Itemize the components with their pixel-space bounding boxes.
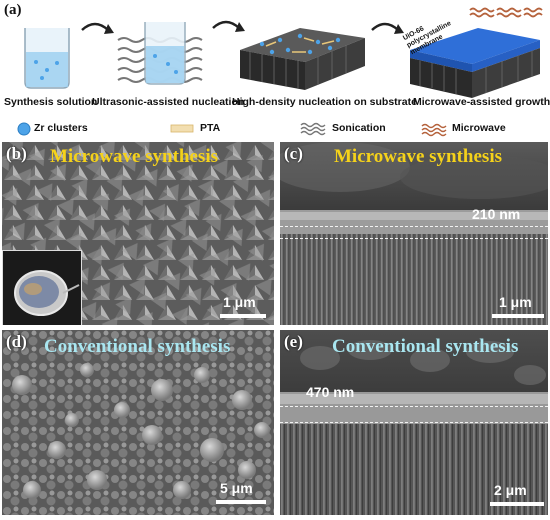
legend: Zr clusters PTA Sonication Microwave bbox=[0, 120, 550, 138]
schematic-panel: (a) bbox=[0, 0, 550, 142]
arrow-icon bbox=[371, 22, 399, 31]
arrow-icon bbox=[394, 24, 404, 34]
sem-panel-b: (b) Microwave synthesis 1 μm bbox=[2, 142, 274, 325]
panel-label-c: (c) bbox=[284, 144, 303, 163]
panel-title-c: Microwave synthesis bbox=[334, 146, 502, 167]
step-caption-2: Ultrasonic-assisted nucleation bbox=[92, 96, 245, 108]
arrow-icon bbox=[212, 20, 240, 29]
panel-label-a: (a) bbox=[4, 2, 22, 18]
sonication-bath-icon bbox=[117, 22, 203, 85]
sonication-icon bbox=[300, 122, 326, 136]
membrane-icon bbox=[410, 28, 540, 98]
step-caption-1: Synthesis solution bbox=[4, 96, 98, 108]
scale-bar-b bbox=[220, 314, 266, 318]
sem-image-b bbox=[2, 142, 274, 325]
panel-title-b: Microwave synthesis bbox=[50, 146, 218, 167]
scale-label-d: 5 μm bbox=[220, 480, 253, 496]
legend-zr-clusters: Zr clusters bbox=[34, 122, 88, 134]
microwave-icon bbox=[469, 7, 543, 18]
inset-photo bbox=[2, 250, 82, 325]
sem-image-c bbox=[280, 142, 548, 325]
panel-label-d: (d) bbox=[6, 332, 27, 351]
step-caption-4: Microwave-assisted growth bbox=[413, 96, 550, 108]
scale-bar-c bbox=[492, 314, 544, 318]
scale-label-e: 2 μm bbox=[494, 482, 527, 498]
thickness-label-e: 470 nm bbox=[306, 384, 355, 400]
interface-line-top-e bbox=[280, 406, 548, 407]
scale-label-b: 1 μm bbox=[223, 294, 256, 310]
interface-line-bottom-e bbox=[280, 422, 548, 423]
arrow-icon bbox=[81, 22, 109, 31]
legend-microwave: Microwave bbox=[452, 122, 506, 134]
step-caption-3: High-density nucleation on substrate bbox=[232, 96, 417, 108]
legend-sonication: Sonication bbox=[332, 122, 386, 134]
microwave-legend-icon bbox=[421, 123, 447, 137]
interface-line-top-c bbox=[280, 226, 548, 227]
sem-image-d bbox=[2, 330, 274, 515]
sem-panel-d: (d) Conventional synthesis 5 μm bbox=[2, 330, 274, 515]
scale-bar-d bbox=[216, 500, 266, 504]
zr-cluster-icon bbox=[17, 122, 31, 136]
sem-image-e bbox=[280, 330, 548, 515]
sem-panel-e: (e) Conventional synthesis 470 nm 2 μm bbox=[280, 330, 548, 515]
scale-bar-e bbox=[490, 502, 544, 506]
pta-icon bbox=[170, 124, 194, 133]
panel-title-e: Conventional synthesis bbox=[332, 336, 519, 357]
panel-label-e: (e) bbox=[284, 332, 303, 351]
panel-label-b: (b) bbox=[6, 144, 27, 163]
beaker-icon bbox=[24, 28, 70, 89]
sem-panel-c: (c) Microwave synthesis 210 nm 1 μm bbox=[280, 142, 548, 325]
panel-title-d: Conventional synthesis bbox=[44, 336, 231, 357]
legend-pta: PTA bbox=[200, 122, 221, 134]
scale-label-c: 1 μm bbox=[499, 294, 532, 310]
arrow-icon bbox=[104, 24, 114, 34]
arrow-icon bbox=[235, 22, 245, 32]
schematic-drawing bbox=[24, 7, 543, 98]
substrate-icon bbox=[240, 28, 365, 90]
thickness-label-c: 210 nm bbox=[472, 206, 521, 222]
interface-line-bottom-c bbox=[280, 238, 548, 239]
